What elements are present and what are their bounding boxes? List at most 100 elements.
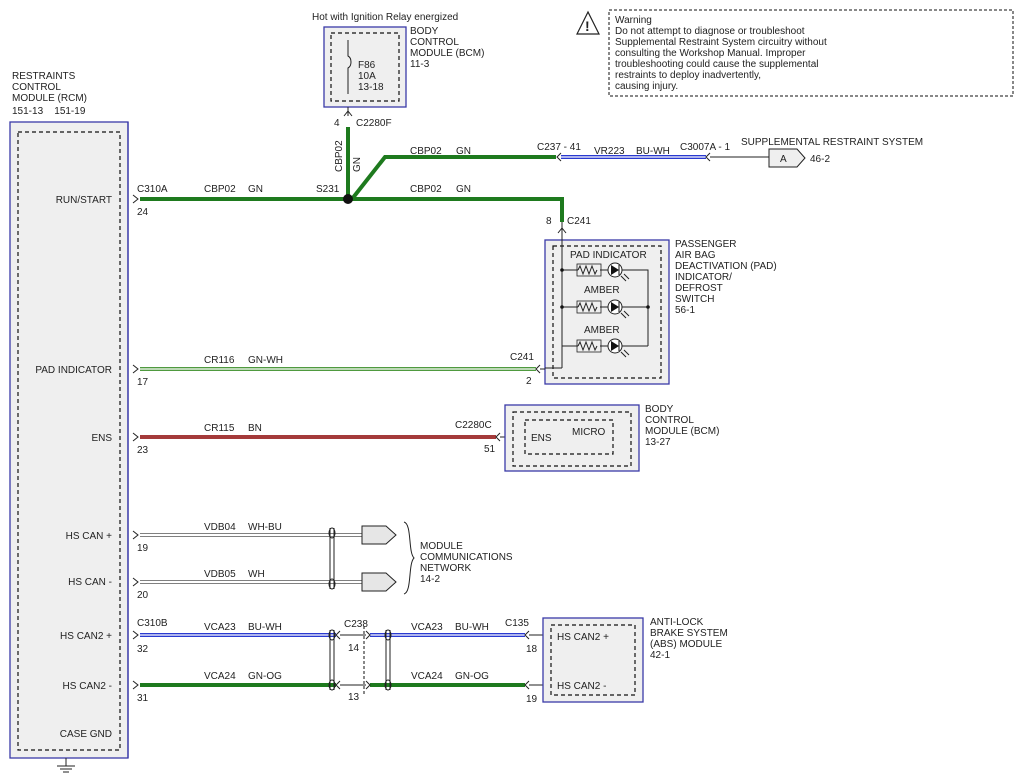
cbp02-rcm-color: GN (248, 184, 263, 195)
mcn-label-1: COMMUNICATIONS (420, 552, 513, 563)
cbp02-lower-circuit: CBP02 (410, 184, 442, 195)
bcm-micro-label-2: MODULE (BCM) (645, 426, 719, 437)
c135-pin-top: 18 (526, 644, 538, 655)
c238-pin-bottom: 13 (348, 692, 360, 703)
cr115-color: BN (248, 423, 262, 434)
rcm-connector-arrows (132, 194, 139, 690)
pad-label-3: INDICATOR/ (675, 272, 732, 283)
vdb05-circuit: VDB05 (204, 569, 236, 580)
brace-icon (403, 521, 415, 595)
cbp02-upper-circuit: CBP02 (410, 146, 442, 157)
fuse-id: F86 (358, 60, 376, 71)
rcm-module: RESTRAINTS CONTROL MODULE (RCM) 151-13 1… (9, 71, 129, 773)
abs-label-3: 42-1 (650, 650, 670, 661)
rcm-pin-pad-indicator: PAD INDICATOR (35, 365, 112, 376)
pad-amber-1: AMBER (584, 285, 620, 296)
rcm-pin-num-32: 32 (137, 644, 149, 655)
warning-line-4: troubleshooting could cause the suppleme… (615, 59, 818, 70)
vca23-left-color: BU-WH (248, 622, 282, 633)
warning-line-6: causing injury. (615, 81, 678, 92)
rcm-pin-num-19: 19 (137, 543, 149, 554)
c310a-label: C310A (137, 184, 168, 195)
cbp02-rcm-circuit: CBP02 (204, 184, 236, 195)
fuse-ref: 13-18 (358, 82, 384, 93)
led-icon (607, 299, 630, 319)
c238-pin-top: 14 (348, 643, 360, 654)
pad-label-4: DEFROST (675, 283, 723, 294)
cbp02-upper-color: GN (456, 146, 471, 157)
fuse-rating: 10A (358, 71, 376, 82)
rcm-pin-num-31: 31 (137, 693, 149, 704)
vca23-right-circuit: VCA23 (411, 622, 443, 633)
c2280c-label: C2280C (455, 420, 492, 431)
vr223-circuit: VR223 (594, 146, 625, 157)
rcm-pin-hs-can2-plus: HS CAN2 + (60, 631, 112, 642)
cbp02-vertical-circuit: CBP02 (334, 140, 345, 172)
abs-label-2: (ABS) MODULE (650, 639, 723, 650)
twisted-pair-icon (328, 629, 336, 691)
c2280f-label: C2280F (356, 118, 392, 129)
vca24-left-circuit: VCA24 (204, 671, 236, 682)
vdb05-color: WH (248, 569, 265, 580)
srs-ref: 46-2 (810, 154, 830, 165)
wire-cbp02 (140, 127, 564, 222)
abs-pin-hs-can2-minus: HS CAN2 - (557, 681, 606, 692)
abs-pin-hs-can2-plus: HS CAN2 + (557, 632, 609, 643)
rcm-label-0: RESTRAINTS (12, 71, 76, 82)
c241-top-pin: 8 (546, 216, 552, 227)
pad-inner-label: PAD INDICATOR (570, 250, 647, 261)
vca23-left-circuit: VCA23 (204, 622, 236, 633)
bcm-micro-inner-micro: MICRO (572, 427, 606, 438)
led-icon (607, 262, 630, 282)
cr116-color: GN-WH (248, 355, 283, 366)
vr223-color: BU-WH (636, 146, 670, 157)
srs-label: SUPPLEMENTAL RESTRAINT SYSTEM (741, 137, 923, 148)
warning-line-0: Warning (615, 15, 652, 26)
rcm-pin-hs-can2-minus: HS CAN2 - (63, 681, 112, 692)
twisted-pair-icon (328, 527, 336, 590)
srs-connector-letter: A (780, 154, 787, 165)
bcm-fuse-label-3: 11-3 (410, 59, 430, 70)
rcm-pin-num-17: 17 (137, 377, 149, 388)
fuse-symbol (347, 40, 352, 94)
mcn-label-0: MODULE (420, 541, 463, 552)
bcm-micro-inner-ens: ENS (531, 433, 552, 444)
c237-label: C237 - 41 (537, 142, 581, 153)
mcn-label-2: NETWORK (420, 563, 471, 574)
vca23-right-color: BU-WH (455, 622, 489, 633)
c135-label: C135 (505, 618, 529, 629)
s231-label: S231 (316, 184, 340, 195)
c135-pin-bottom: 19 (526, 694, 538, 705)
rcm-label-2: MODULE (RCM) (12, 93, 87, 104)
srs-connector: A (768, 148, 806, 168)
twisted-pair-icon (384, 629, 392, 691)
pad-label-6: 56-1 (675, 305, 695, 316)
bcm-micro-label-1: CONTROL (645, 415, 694, 426)
cr116-circuit: CR116 (204, 355, 235, 366)
rcm-pin-run-start: RUN/START (56, 195, 112, 206)
warning-line-3: consulting the Workshop Manual. Improper (615, 48, 806, 59)
pad-module: PAD INDICATOR AMBER AMBER (544, 222, 777, 385)
bcm-micro-module: MICRO ENS BODY CONTROL MODULE (BCM) 13-2… (504, 404, 719, 472)
resistor-icon (576, 339, 602, 353)
vca24-left-color: GN-OG (248, 671, 282, 682)
cbp02-lower-color: GN (456, 184, 471, 195)
svg-text:!: ! (585, 18, 590, 34)
vdb04-circuit: VDB04 (204, 522, 236, 533)
rcm-pin-case-gnd: CASE GND (60, 729, 112, 740)
rcm-pin-hs-can-minus: HS CAN - (68, 577, 112, 588)
resistor-icon (576, 263, 602, 277)
rcm-pin-num-20: 20 (137, 590, 149, 601)
c2280f-pin: 4 (334, 118, 340, 129)
c310b-label: C310B (137, 618, 168, 629)
vca24-right-color: GN-OG (455, 671, 489, 682)
pad-label-5: SWITCH (675, 294, 714, 305)
abs-label-1: BRAKE SYSTEM (650, 628, 728, 639)
network-connector-icon (361, 525, 397, 592)
c2280c-pin: 51 (484, 444, 496, 455)
warning-box (608, 9, 1014, 97)
cr115-circuit: CR115 (204, 423, 235, 434)
warning-triangle-icon: ! (576, 10, 600, 35)
bcm-fuse-label-2: MODULE (BCM) (410, 48, 484, 59)
